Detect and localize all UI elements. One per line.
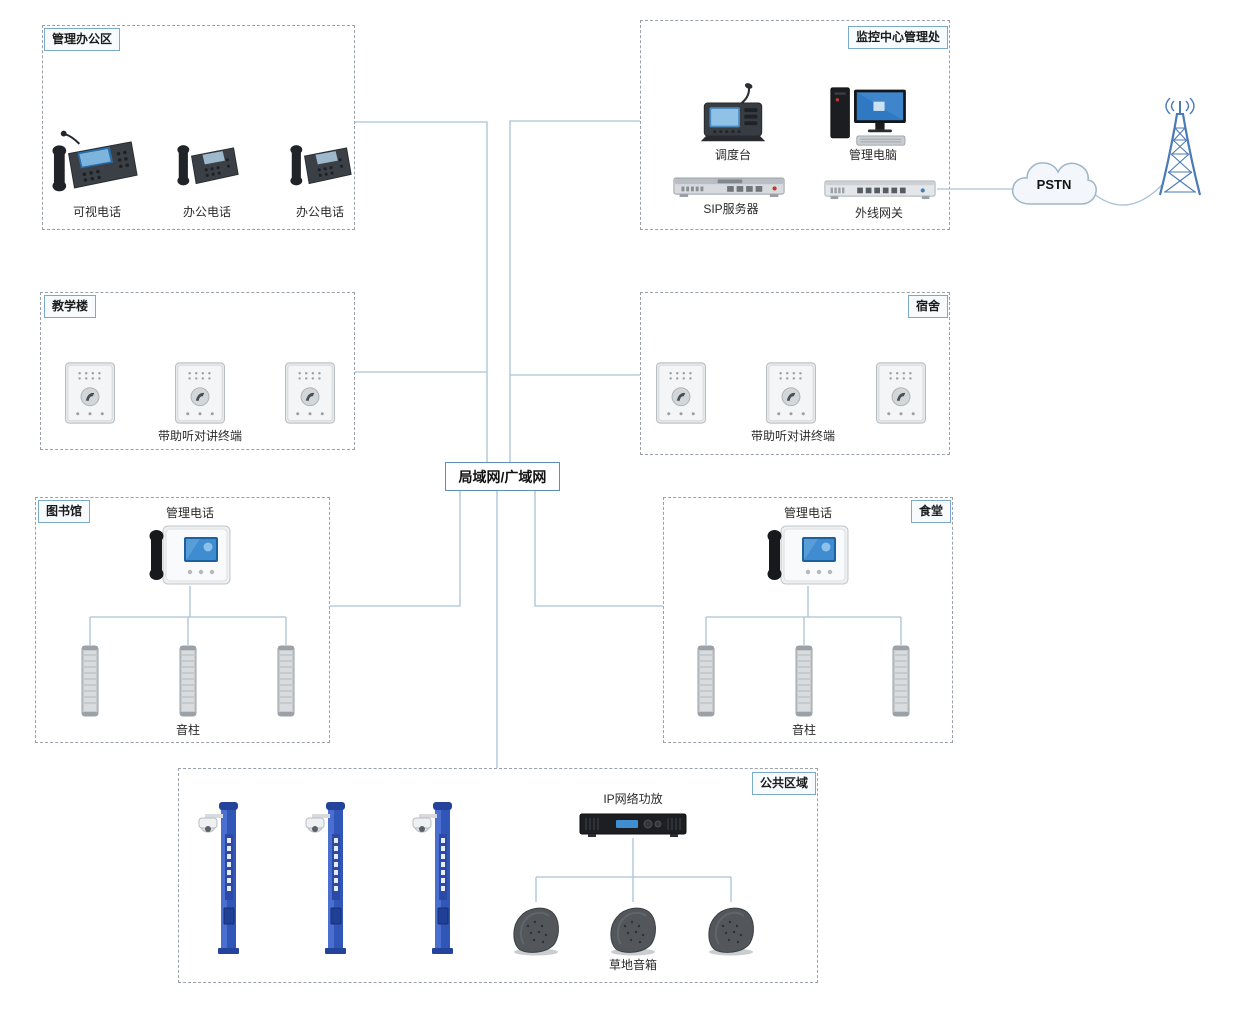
zone-canteen-label: 食堂 (910, 500, 951, 523)
library-column-speaker-3 (277, 645, 295, 717)
caption-lawn-speakers: 草地音箱 (608, 958, 658, 972)
management-computer-device (830, 87, 907, 146)
lawn-speaker-3 (707, 907, 755, 956)
caption-library-speakers: 音柱 (175, 723, 201, 737)
library-column-speaker-2 (179, 645, 197, 717)
library-column-speaker-1 (81, 645, 99, 717)
broadcast-camera-pole-3 (412, 801, 454, 955)
library-management-phone-device (149, 525, 231, 585)
caption-office-phone-1: 办公电话 (182, 205, 232, 219)
wire-office-to-center (355, 121, 488, 462)
caption-management-computer: 管理电脑 (848, 148, 898, 162)
wire-canteen-speakers (705, 586, 902, 645)
broadcast-camera-pole-1 (198, 801, 240, 955)
sip-server-device (673, 177, 785, 198)
pstn-label: PSTN (1037, 177, 1072, 192)
canteen-column-speaker-2 (795, 645, 813, 717)
canteen-column-speaker-1 (697, 645, 715, 717)
dispatch-console-device (699, 82, 767, 143)
intercom-terminal-dorm-3 (876, 362, 926, 424)
zone-dorm-label: 宿舍 (907, 295, 948, 318)
zone-library (35, 497, 330, 743)
intercom-terminal-teaching-3 (285, 362, 335, 424)
caption-office-phone-2: 办公电话 (295, 205, 345, 219)
caption-outside-gateway: 外线网关 (854, 206, 904, 220)
wire-monitor-to-center (509, 120, 640, 462)
zone-monitor-label: 监控中心管理处 (847, 26, 948, 49)
caption-ip-amplifier: IP网络功放 (603, 792, 663, 806)
caption-dispatch-console: 调度台 (714, 148, 752, 162)
intercom-terminal-dorm-1 (656, 362, 706, 424)
caption-canteen-speakers: 音柱 (791, 723, 817, 737)
office-phone-device-1 (176, 144, 239, 186)
outside-line-gateway-device (824, 180, 936, 200)
zone-dorm (640, 292, 950, 455)
zone-canteen (663, 497, 953, 743)
zone-office-label: 管理办公区 (44, 28, 121, 51)
pstn-cloud: PSTN (1011, 162, 1097, 205)
ip-network-amplifier-device (579, 813, 687, 838)
caption-sip-server: SIP服务器 (703, 202, 759, 216)
caption-video-phone: 可视电话 (72, 205, 122, 219)
caption-canteen-phone: 管理电话 (783, 506, 833, 520)
caption-library-phone: 管理电话 (165, 506, 215, 520)
radio-tower-icon (1158, 98, 1202, 197)
wire-pstn-to-tower (1092, 183, 1164, 206)
lawn-speaker-2 (609, 907, 657, 956)
wire-public-speakers (535, 838, 732, 902)
caption-teaching-terminals: 带助听对讲终端 (157, 429, 243, 443)
network-wires (89, 120, 1164, 902)
zone-library-label: 图书馆 (38, 500, 91, 523)
zone-public (178, 768, 818, 983)
intercom-terminal-teaching-1 (65, 362, 115, 424)
zone-office (42, 25, 355, 230)
zone-teaching-label: 教学楼 (44, 295, 97, 318)
caption-dorm-terminals: 带助听对讲终端 (750, 429, 836, 443)
office-phone-device-2 (289, 144, 352, 186)
wire-library-speakers (89, 586, 287, 645)
lan-wan-node: 局域网/广域网 (445, 462, 560, 491)
lawn-speaker-1 (512, 907, 560, 956)
intercom-terminal-dorm-2 (766, 362, 816, 424)
zone-teaching (40, 292, 355, 450)
wire-canteen-to-center (534, 491, 663, 607)
broadcast-camera-pole-2 (305, 801, 347, 955)
wire-library-to-center (330, 491, 461, 607)
zone-public-label: 公共区域 (751, 772, 816, 795)
canteen-management-phone-device (767, 525, 849, 585)
canteen-column-speaker-3 (892, 645, 910, 717)
intercom-terminal-teaching-2 (175, 362, 225, 424)
zone-monitor (640, 20, 950, 230)
video-phone-device (52, 129, 139, 193)
